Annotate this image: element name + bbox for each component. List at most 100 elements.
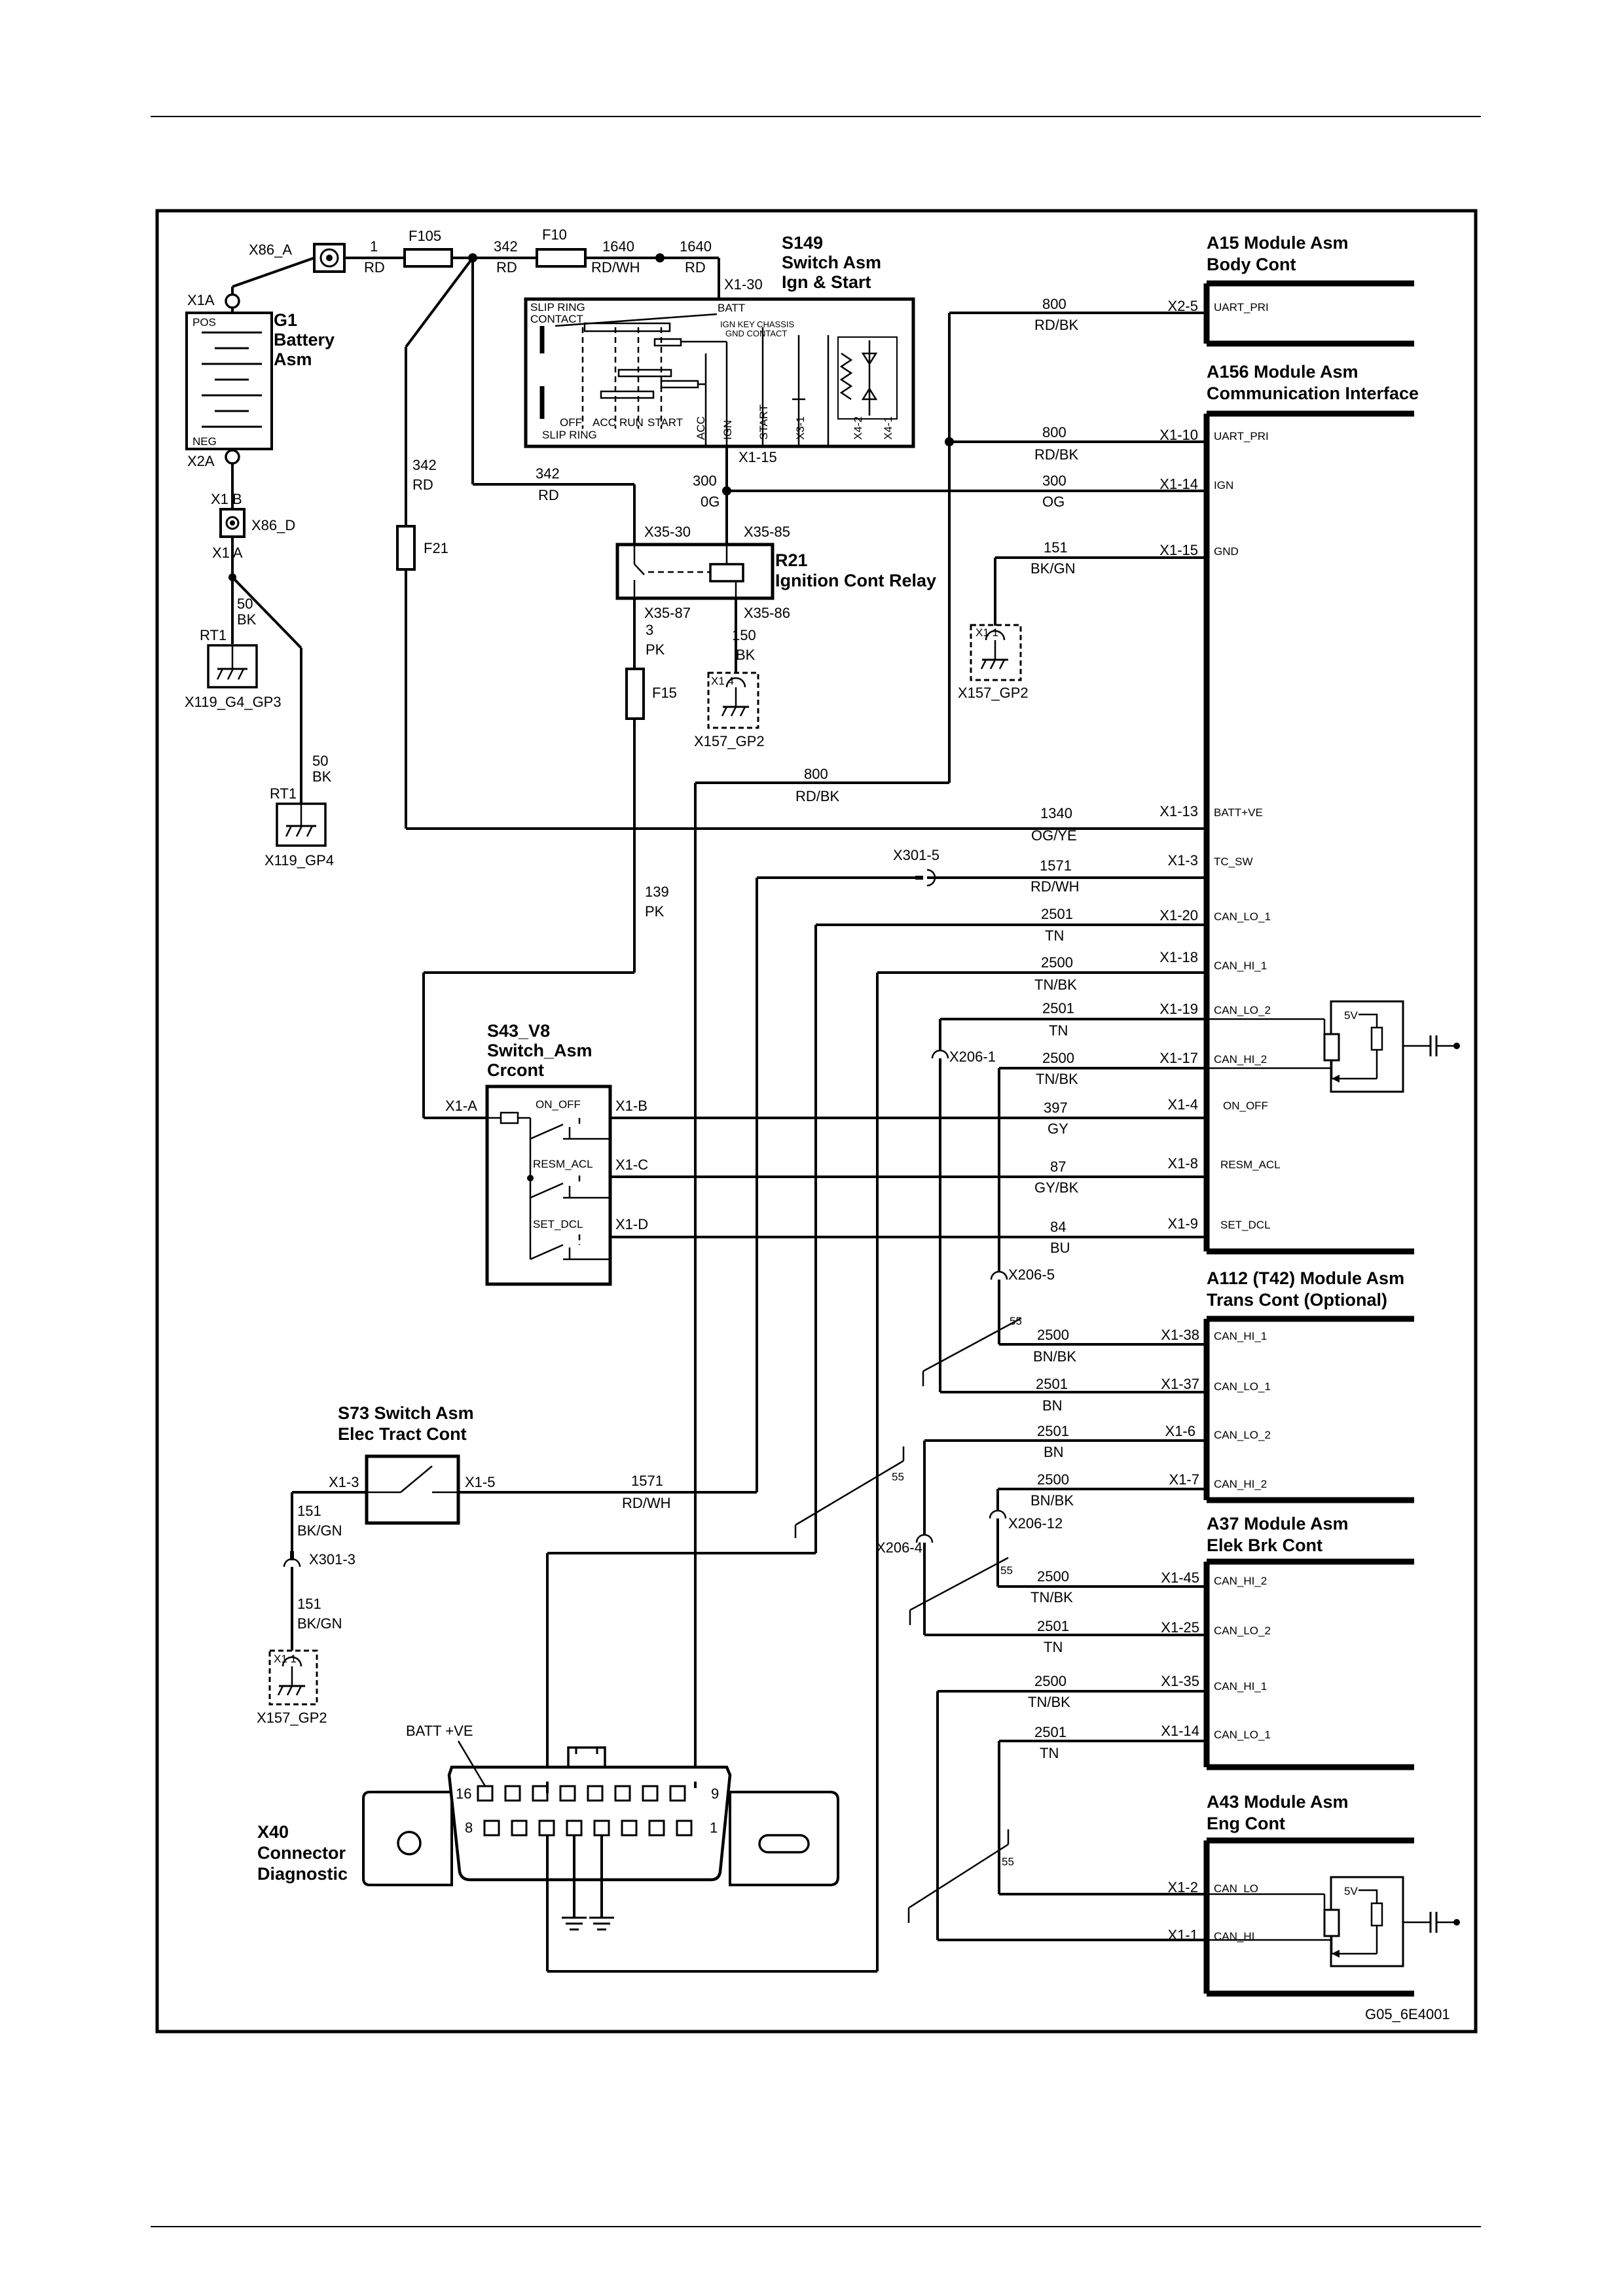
- fuse-f10-label: F10: [542, 226, 567, 243]
- wire-num: 2500: [1034, 1673, 1067, 1689]
- svg-text:SLIP RING: SLIP RING: [542, 429, 597, 441]
- a15-module: A15 Module Asm Body Cont UART_PRI X2-5: [1168, 233, 1414, 347]
- x86d-x1b: X1 B: [211, 491, 242, 507]
- splice-label: X206-5: [1008, 1266, 1055, 1283]
- a112-label: CAN_LO_1: [1214, 1380, 1271, 1393]
- wire-color: TN/BK: [1036, 1071, 1078, 1087]
- x40-line1: Connector: [257, 1843, 346, 1863]
- wire-num: 151: [1044, 539, 1068, 556]
- wire-num: 2500: [1037, 1471, 1069, 1488]
- wire-num: 342: [412, 457, 437, 473]
- wire-num: 300: [693, 473, 717, 489]
- a112-module: A112 (T42) Module Asm Trans Cont (Option…: [1161, 1268, 1414, 1503]
- wire-num: 87: [1050, 1158, 1066, 1175]
- ground-x157-gp2-b: X1 1 X157_GP2: [958, 624, 1029, 701]
- splice-label: X301-5: [893, 847, 939, 863]
- x86a-label: X86_A: [249, 242, 292, 258]
- a156-label-gnd: GND: [1214, 545, 1239, 558]
- wire-num: 1: [370, 238, 378, 255]
- supply-5v: 5V: [1344, 1885, 1358, 1897]
- diagram-frame: [155, 209, 1478, 2034]
- a156-pin: X1-18: [1159, 949, 1198, 965]
- ign-and-uart-wires: 300 0G 300 OG X35-85 800 RD/BK 800 RD/BK…: [693, 296, 1207, 1782]
- wire-num: 1640: [602, 238, 634, 255]
- a43-label: CAN_LO: [1214, 1882, 1258, 1895]
- can1-a37-a43: 2500 TN/BK 2501 TN 55: [907, 1673, 1332, 1941]
- battery-line2: Asm: [274, 350, 312, 369]
- s43-switch: S43_V8 Switch_Asm Crcont X1-A ON_OFF RES…: [424, 1021, 1207, 1286]
- svg-text:RUN: RUN: [619, 416, 644, 429]
- a112-pin: X1-7: [1169, 1471, 1199, 1488]
- wire-color: TN: [1040, 1745, 1059, 1761]
- battery-x2a: X2A: [187, 453, 215, 469]
- ground-x119-g4-gp3: RT1 X119_G4_GP3: [185, 627, 282, 710]
- a43-code: A43 Module Asm: [1207, 1792, 1349, 1812]
- wire-num: 342: [536, 465, 560, 482]
- wire-color: BK/GN: [1030, 560, 1075, 577]
- a156-pin: X1-13: [1159, 803, 1198, 819]
- wire-color: BU: [1050, 1240, 1070, 1256]
- wire-color: BN/BK: [1033, 1348, 1076, 1365]
- wire-color: GY/BK: [1034, 1179, 1079, 1196]
- x40-pin: 8: [465, 1820, 473, 1836]
- a112-pin: X1-37: [1161, 1376, 1199, 1392]
- svg-text:ACC: ACC: [695, 416, 707, 440]
- wire-num: 150: [732, 627, 756, 643]
- battery-x1a: X1A: [187, 292, 215, 308]
- ground-rt1: RT1: [270, 785, 297, 802]
- wire-color: 0G: [701, 493, 720, 510]
- wire-num: 151: [297, 1596, 321, 1612]
- r21-relay: X35-30 R21 Ignition Cont Relay X35-87 X3…: [422, 524, 936, 1118]
- wire-color: RD/WH: [1030, 878, 1080, 895]
- s43-code: S43_V8: [487, 1021, 550, 1041]
- wire-color: RD: [538, 487, 559, 503]
- wire-color: BN/BK: [1030, 1492, 1074, 1509]
- a37-label: CAN_LO_1: [1214, 1729, 1271, 1741]
- battery-line1: Battery: [274, 330, 335, 350]
- a112-name: Trans Cont (Optional): [1207, 1290, 1387, 1310]
- a156-label-canhi2: CAN_HI_2: [1214, 1053, 1267, 1066]
- wire-num: 800: [1042, 296, 1067, 312]
- wire-color: BK: [312, 768, 332, 785]
- fuse-f15-label: F15: [652, 685, 677, 701]
- a156-pin: X1-14: [1159, 476, 1198, 492]
- svg-text:OFF: OFF: [560, 416, 582, 429]
- svg-text:BATT: BATT: [718, 302, 745, 314]
- a156-pin: X1-10: [1159, 427, 1198, 443]
- wire-color: GY: [1048, 1121, 1068, 1137]
- a156-label-ign: IGN: [1214, 479, 1233, 492]
- a37-label: CAN_HI_1: [1214, 1680, 1267, 1693]
- wire-color: OG: [1042, 493, 1065, 510]
- ground-x119-gp4: RT1 X119_GP4: [264, 785, 334, 869]
- s73-pin: X1-5: [465, 1474, 495, 1490]
- diag-feeds: [546, 1782, 697, 1971]
- battery-neg: NEG: [192, 435, 217, 448]
- wire-color: TN/BK: [1030, 1589, 1073, 1605]
- s149-pin: X1-15: [739, 449, 777, 465]
- a156-label-uart: UART_PRI: [1214, 430, 1269, 442]
- x40-code: X40: [257, 1822, 289, 1842]
- a43-name: Eng Cont: [1207, 1814, 1285, 1833]
- a43-module: A43 Module Asm Eng Cont CAN_LO CAN_HI X1…: [1168, 1792, 1414, 1997]
- a156-label-resm: RESM_ACL: [1220, 1158, 1281, 1171]
- s73-code: S73 Switch Asm: [338, 1403, 474, 1423]
- can2-a112-a37: 2501 BN X206-4 2500 BN/BK X206-12 2500 T…: [876, 1423, 1207, 1655]
- s149-switch: S149 Switch Asm Ign & Start SLIP RING CO…: [524, 233, 915, 491]
- svg-text:X157_GP2: X157_GP2: [958, 685, 1029, 701]
- s149-pin: X1-30: [724, 276, 763, 293]
- wire-color: RD: [364, 259, 385, 276]
- fuse-f105-label: F105: [409, 228, 441, 244]
- svg-text:RESM_ACL: RESM_ACL: [533, 1158, 593, 1170]
- splice-label: X301-3: [309, 1551, 356, 1568]
- wire-color: RD: [496, 259, 517, 276]
- s43-pin: X1-C: [615, 1157, 648, 1173]
- a112-pin: X1-6: [1165, 1423, 1195, 1439]
- wire-num: 2501: [1037, 1423, 1069, 1439]
- wire-color: RD/BK: [795, 788, 840, 804]
- wire-num: 300: [1042, 473, 1067, 489]
- wire-num: 1340: [1040, 805, 1072, 821]
- a112-label: CAN_HI_2: [1214, 1478, 1267, 1490]
- wire-color: TN: [1044, 1639, 1063, 1655]
- fuse-f21-label: F21: [424, 540, 448, 556]
- svg-text:X1 1: X1 1: [274, 1653, 297, 1665]
